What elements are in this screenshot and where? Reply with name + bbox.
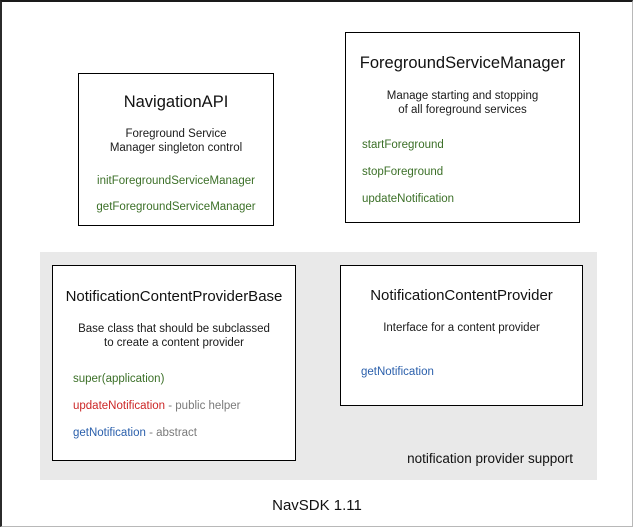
class-box-notification-content-provider-base: NotificationContentProviderBase Base cla… <box>52 265 296 461</box>
member-note: - public helper <box>165 400 241 412</box>
member-row: updateNotification <box>362 192 579 206</box>
member-row: updateNotification - public helper <box>73 399 295 413</box>
member-row: initForegroundServiceManager <box>79 174 273 188</box>
class-box-navigation-api: NavigationAPI Foreground Service Manager… <box>78 73 274 226</box>
class-title: NotificationContentProvider <box>370 287 553 304</box>
member-name: initForegroundServiceManager <box>97 175 255 187</box>
class-title: NotificationContentProviderBase <box>65 288 283 305</box>
class-box-notification-content-provider: NotificationContentProvider Interface fo… <box>340 265 583 406</box>
class-description-line: of all foreground services <box>398 104 527 116</box>
member-row: super(application) <box>73 372 295 386</box>
group-panel-label: notification provider support <box>407 451 573 466</box>
class-description: Interface for a content provider <box>341 321 582 335</box>
class-box-foreground-service-manager: ForegroundServiceManager Manage starting… <box>345 32 580 223</box>
class-description-line: to create a content provider <box>104 337 244 349</box>
class-description: Base class that should be subclassed to … <box>53 322 295 350</box>
class-description: Foreground Service Manager singleton con… <box>79 127 273 155</box>
member-name: getNotification <box>361 366 434 378</box>
class-description-line: Base class that should be subclassed <box>78 323 270 335</box>
member-name: startForeground <box>362 139 444 151</box>
footer-version-label: NavSDK 1.11 <box>272 497 362 514</box>
class-description-line: Foreground Service <box>125 128 227 140</box>
class-description-line: Interface for a content provider <box>383 322 540 334</box>
member-name: stopForeground <box>362 166 444 178</box>
member-list: super(application) updateNotification - … <box>53 372 295 440</box>
member-row: stopForeground <box>362 165 579 179</box>
member-row: getNotification <box>361 365 582 379</box>
class-description-line: Manager singleton control <box>109 142 243 154</box>
member-row: startForeground <box>362 138 579 152</box>
class-description: Manage starting and stopping of all fore… <box>346 89 579 117</box>
member-list: initForegroundServiceManager getForegrou… <box>79 174 273 214</box>
member-list: getNotification <box>341 365 582 379</box>
member-row: getNotification - abstract <box>73 426 295 440</box>
class-description-line: Manage starting and stopping <box>386 90 539 102</box>
member-name: getForegroundServiceManager <box>96 201 256 213</box>
class-title: NavigationAPI <box>123 93 229 111</box>
member-name: updateNotification <box>73 400 166 412</box>
member-row: getForegroundServiceManager <box>79 200 273 214</box>
member-list: startForeground stopForeground updateNot… <box>346 138 579 206</box>
member-name: super(application) <box>73 373 165 385</box>
class-title: ForegroundServiceManager <box>359 54 566 72</box>
member-note: - abstract <box>145 427 198 439</box>
member-name: getNotification <box>73 427 146 439</box>
member-name: updateNotification <box>362 193 455 205</box>
